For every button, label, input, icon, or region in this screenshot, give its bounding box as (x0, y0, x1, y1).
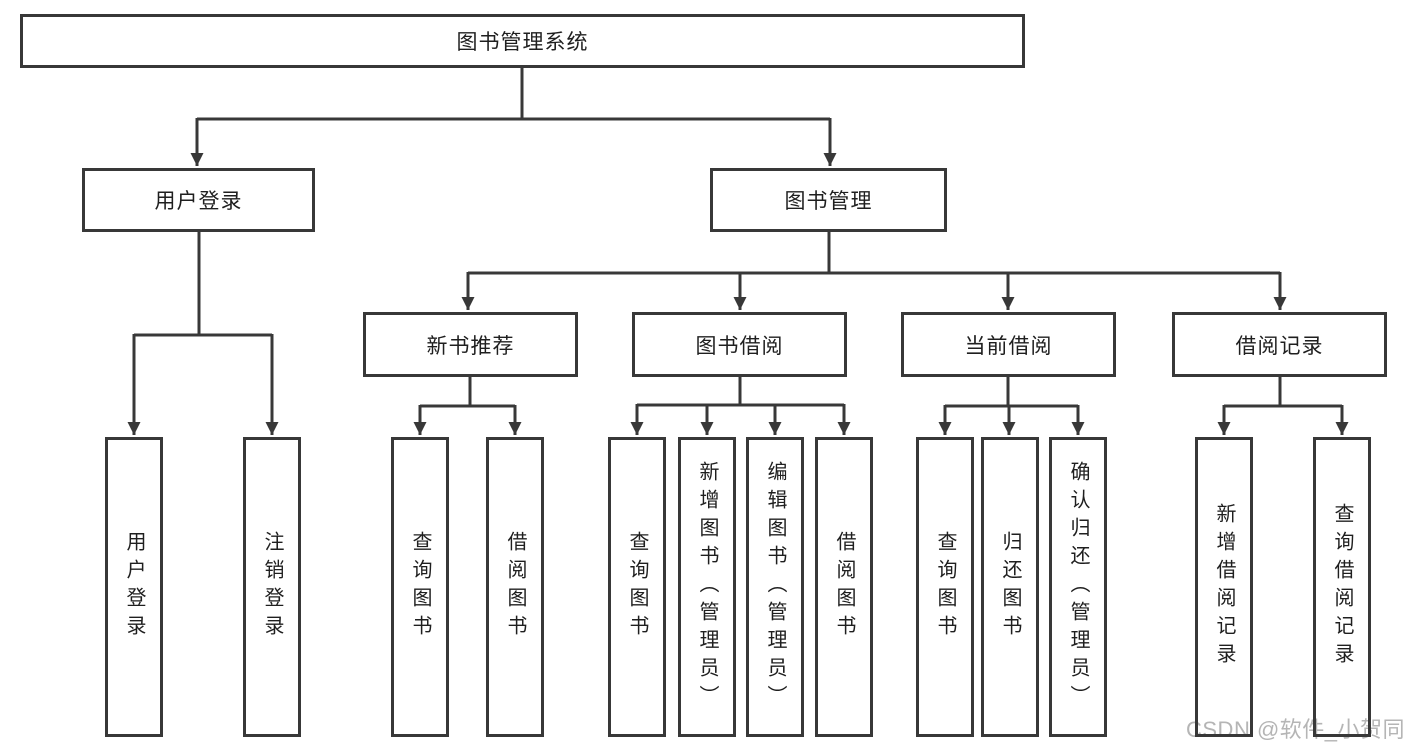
connector-current-borrow-trunk (945, 376, 1078, 408)
node-book-management: 图书管理 (710, 168, 947, 232)
leaf-br-add-record: 新增借阅记录 (1195, 437, 1253, 737)
leaf-bb-borrow-book: 借阅图书 (815, 437, 873, 737)
leaf-bb-query-book: 查询图书 (608, 437, 666, 737)
leaf-cb-confirm-return-admin: 确认归还（管理员） (1049, 437, 1107, 737)
node-borrow-record: 借阅记录 (1172, 312, 1387, 377)
connector-user-login-trunk (134, 231, 272, 337)
node-current-borrow: 当前借阅 (901, 312, 1116, 377)
leaf-br-query-record: 查询借阅记录 (1313, 437, 1371, 737)
leaf-rec-borrow-book: 借阅图书 (486, 437, 544, 737)
node-new-book-recommend: 新书推荐 (363, 312, 578, 377)
connector-root-trunk (197, 66, 830, 121)
leaf-user-login: 用户登录 (105, 437, 163, 737)
watermark: CSDN @软件_小贺同学 (1186, 717, 1405, 742)
leaf-cb-query-book: 查询图书 (916, 437, 974, 737)
leaf-logout: 注销登录 (243, 437, 301, 737)
connector-new-book-rec-trunk (420, 376, 515, 408)
connector-book-borrow-trunk (637, 376, 844, 407)
leaf-rec-query-book: 查询图书 (391, 437, 449, 737)
leaf-bb-edit-book-admin: 编辑图书（管理员） (746, 437, 804, 737)
connector-borrow-record-trunk (1224, 376, 1342, 408)
connector-book-mgmt-trunk (468, 231, 1280, 275)
node-user-login: 用户登录 (82, 168, 315, 232)
node-book-borrow: 图书借阅 (632, 312, 847, 377)
leaf-cb-return-book: 归还图书 (981, 437, 1039, 737)
leaf-bb-add-book-admin: 新增图书（管理员） (678, 437, 736, 737)
node-root-system: 图书管理系统 (20, 14, 1025, 68)
